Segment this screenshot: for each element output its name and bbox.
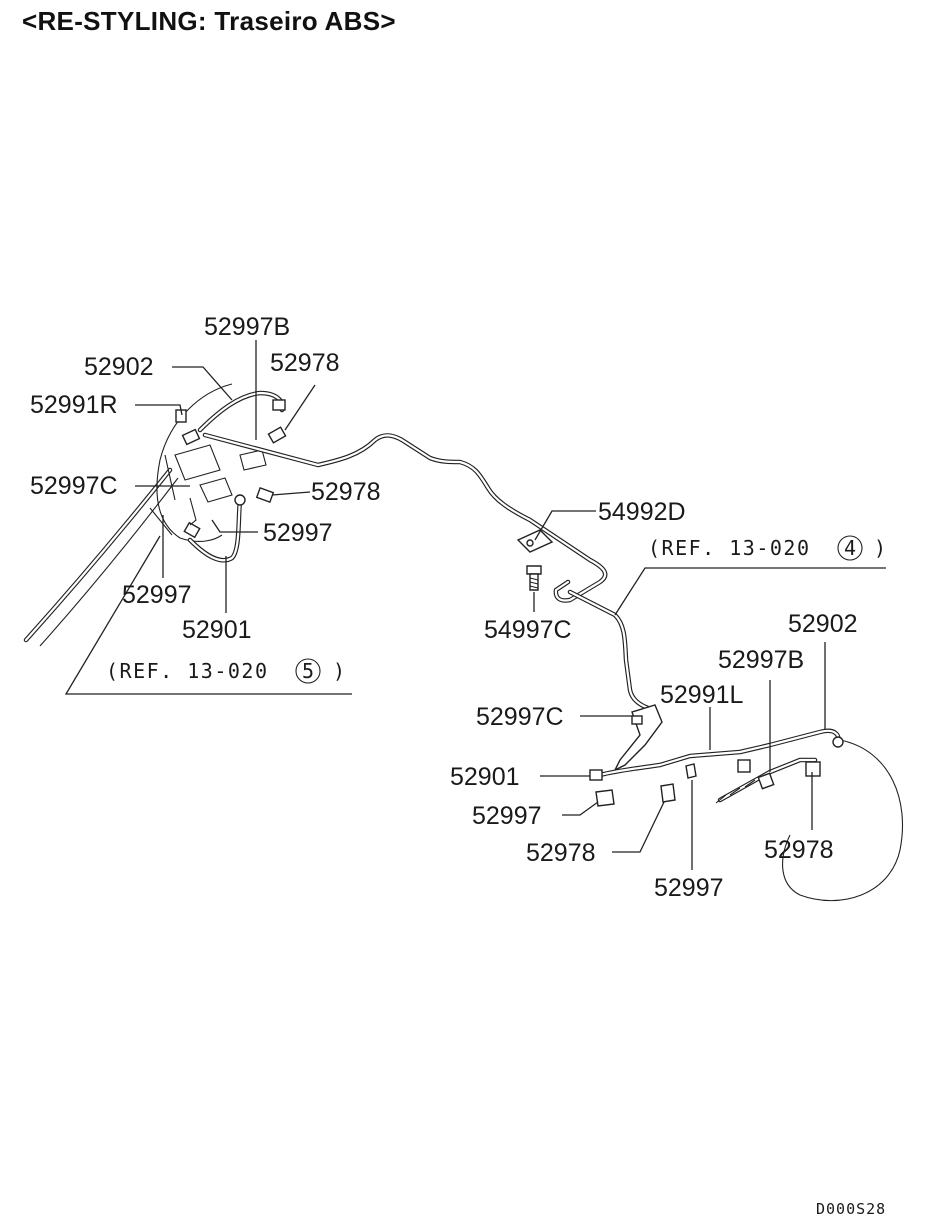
ref-center-text: (REF. 13-020	[648, 536, 811, 560]
label-52997-left-b: 52997	[122, 581, 192, 609]
label-52902-right: 52902	[788, 610, 858, 638]
ref-center-circle	[837, 535, 863, 561]
label-52978-left-mid: 52978	[311, 478, 381, 506]
ref-center-number: 4	[844, 536, 858, 560]
label-52997C-right: 52997C	[476, 703, 564, 731]
main-brake-pipe	[202, 432, 651, 711]
clamp-54992D	[516, 529, 554, 553]
label-54997C: 54997C	[484, 616, 572, 644]
ref-left-close: )	[333, 659, 347, 683]
label-52997-left-a: 52997	[263, 519, 333, 547]
brake-pipe-down	[567, 589, 651, 711]
label-54992D: 54992D	[598, 498, 686, 526]
label-52902-left: 52902	[84, 353, 154, 381]
label-52997C-left: 52997C	[30, 472, 118, 500]
right-backing-plate	[782, 739, 904, 902]
clip-52997-right	[595, 789, 615, 807]
ref-center-close: )	[874, 536, 888, 560]
left-backing-plate	[156, 383, 233, 542]
left-brake-assembly	[23, 383, 287, 647]
label-52997B-left: 52997B	[204, 313, 290, 341]
nut-52978-right	[660, 783, 676, 803]
leader-lines	[64, 340, 886, 870]
label-52991L: 52991L	[660, 681, 744, 709]
fitting-52901-right	[589, 769, 603, 781]
ref-left-text: (REF. 13-020	[106, 659, 269, 683]
ref-left-circle	[295, 658, 321, 684]
label-52978-left-top: 52978	[270, 349, 340, 377]
label-52991R: 52991R	[30, 391, 118, 419]
part-labels: 52997B 52902 52978 52991R 52997C 52978 5…	[30, 313, 888, 1218]
label-52901-left: 52901	[182, 616, 252, 644]
diagram-title: <RE-STYLING: Traseiro ABS>	[22, 6, 396, 36]
label-52997B-right: 52997B	[718, 646, 804, 674]
right-brake-assembly	[589, 704, 904, 902]
label-52997-right-b: 52997	[654, 874, 724, 902]
label-52901-right: 52901	[450, 763, 520, 791]
bracket-52997C-right	[613, 704, 663, 772]
nut-52978-right-2	[805, 761, 821, 777]
bolt-54997C	[526, 565, 542, 591]
label-52978-right-a: 52978	[526, 839, 596, 867]
label-52978-right-b: 52978	[764, 836, 834, 864]
label-52997-right-a: 52997	[472, 802, 542, 830]
diagram-code: D000S28	[816, 1200, 886, 1218]
ref-left-number: 5	[302, 659, 316, 683]
